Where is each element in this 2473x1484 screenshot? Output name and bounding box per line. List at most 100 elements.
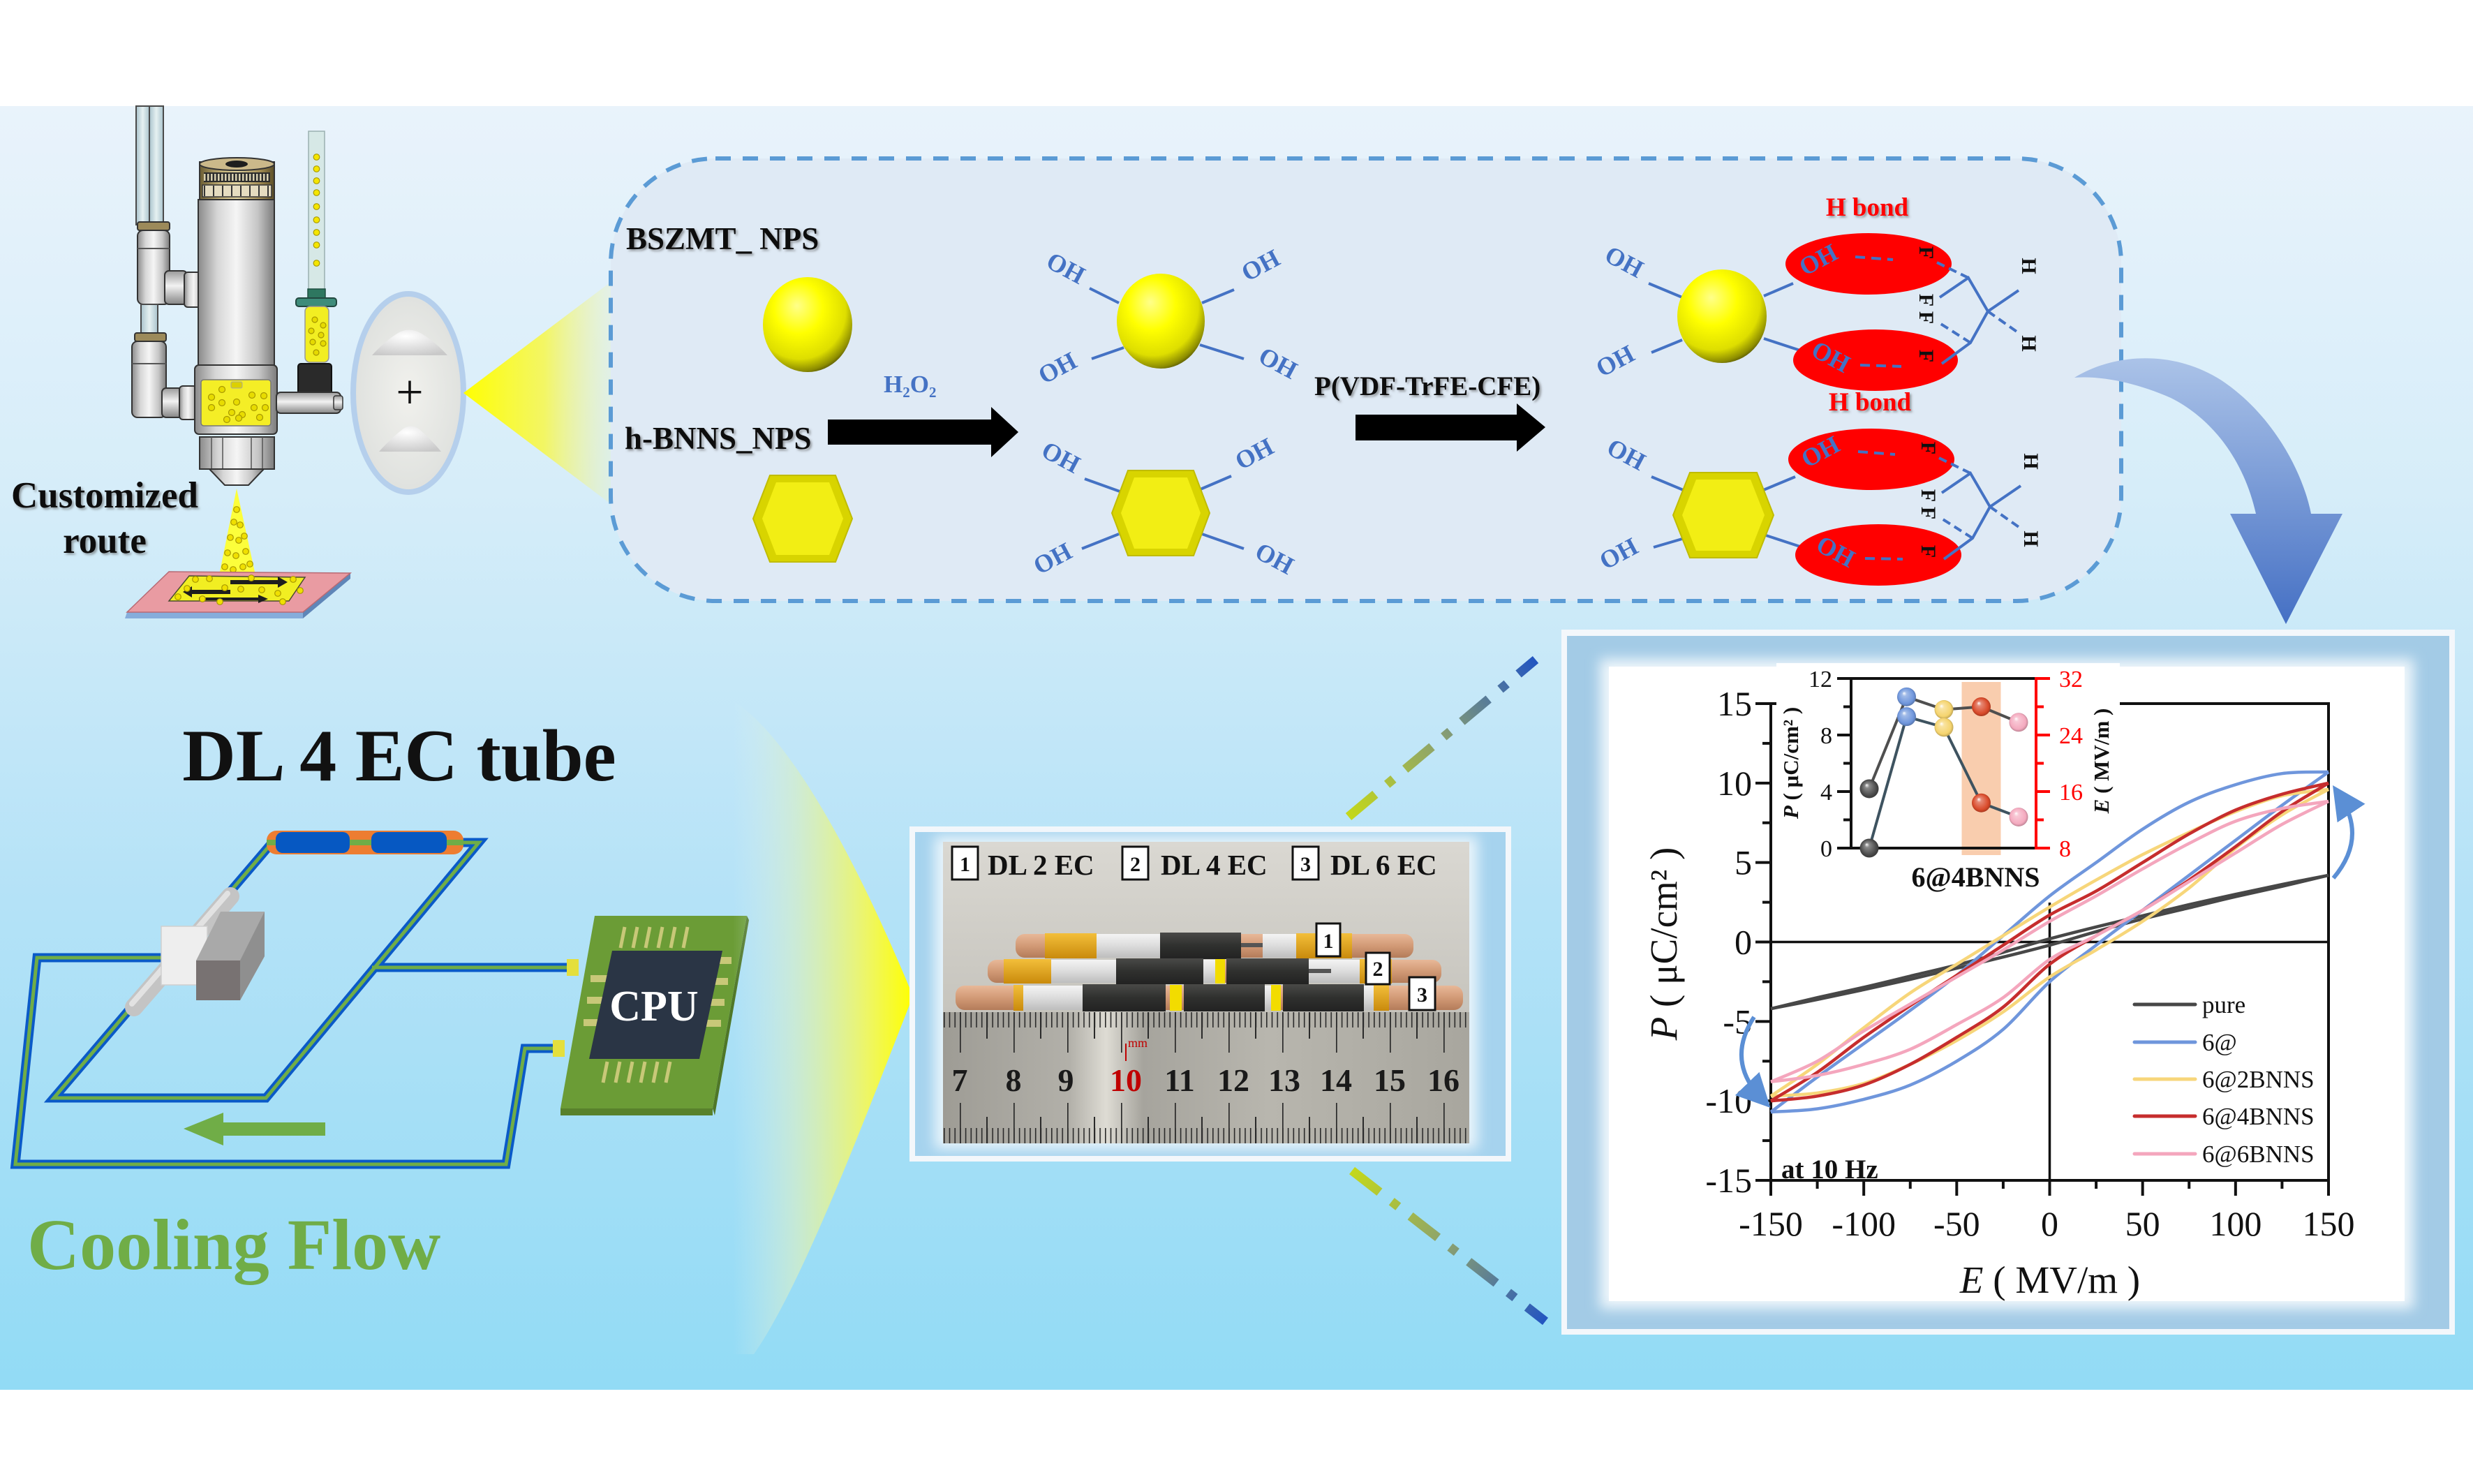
hbonded-bszmt: H bond OH OH OH OH F F F F H H — [1591, 193, 2040, 391]
ruler-number: 9 — [1058, 1062, 1074, 1098]
cooling-flow-label: Cooling Flow — [27, 1205, 440, 1285]
cap-hole — [225, 161, 248, 168]
ruler-number-highlighted: 10 — [1110, 1062, 1142, 1098]
particle-dots — [221, 506, 253, 573]
elbow-body — [131, 341, 167, 418]
inset-marker — [1897, 707, 1916, 727]
particle-dot — [239, 563, 246, 570]
feed-pipe-end — [333, 395, 343, 410]
legend-label: 6@6BNNS — [2202, 1141, 2315, 1168]
y-axis-unit: ( μC/cm² ) — [1642, 847, 1685, 1017]
loop-lower-branch — [1770, 873, 2329, 1011]
particle-dot — [313, 349, 320, 356]
particle-dot — [250, 403, 258, 412]
air-supply-tubes — [135, 105, 164, 225]
cap-band — [202, 184, 272, 198]
legend-label: 6@ — [2202, 1029, 2237, 1056]
loop-lower-branch — [1770, 799, 2329, 1084]
particle-dot — [313, 229, 320, 236]
y-tick-label: 0 — [1735, 923, 1752, 962]
nozzle-body — [194, 157, 278, 486]
device-title: DL 4 EC tube — [182, 715, 616, 796]
cpu-chip: CPU — [553, 916, 749, 1115]
particle-dot — [313, 165, 320, 172]
particle-dots — [207, 385, 269, 424]
legend-tag-box — [1121, 845, 1150, 881]
inset-left-axis-title: P ( μC/cm² ) — [1778, 707, 1803, 819]
hydrogen-bond-dash — [1857, 450, 1903, 561]
inset-x-label: 6@4BNNS — [1912, 861, 2040, 893]
hex-nut — [199, 436, 275, 470]
ruler-number: 8 — [1006, 1062, 1022, 1098]
particle-dot — [221, 584, 228, 591]
y-tick-label: 10 — [1717, 764, 1752, 803]
hexagon-face — [1682, 480, 1765, 551]
chip-pin — [618, 926, 627, 949]
hexagon-face — [1121, 477, 1201, 549]
particle-dot — [309, 339, 316, 346]
ec-tube-sample-2 — [988, 958, 1441, 984]
particle-dots — [174, 574, 304, 605]
inset-background — [2054, 663, 2120, 838]
y-axis-symbol: P — [1642, 1017, 1685, 1041]
pipe-green-core — [13, 840, 568, 1166]
fluorine-atom: F — [1915, 350, 1938, 362]
x-tick-label: -100 — [1832, 1204, 1896, 1243]
fabrication-title-line2: route — [63, 521, 147, 561]
particle-dots — [308, 316, 327, 356]
particle-dot — [192, 576, 199, 583]
x-tick-label: 0 — [2041, 1204, 2058, 1243]
kapton-band — [1271, 985, 1281, 1011]
hbond-region — [1788, 429, 1954, 490]
x-axis-symbol: E — [1959, 1259, 1984, 1301]
particle-dots — [313, 154, 320, 267]
chip-pin — [591, 975, 607, 982]
particle-dot — [318, 332, 325, 339]
tube-core — [267, 840, 463, 845]
lead-wire — [1309, 969, 1331, 973]
particle-dot — [320, 322, 327, 329]
chip-pin — [631, 926, 639, 949]
motor-front — [196, 960, 240, 1000]
ruler-unit-label: mm — [1128, 1036, 1148, 1050]
particle-dot — [206, 575, 213, 582]
photo-legend: 1 DL 2 EC 2 DL 4 EC 3 DL 6 EC — [951, 845, 1437, 881]
oh-bond — [1651, 475, 1803, 549]
tube-left — [135, 105, 150, 225]
polymer-chain: F F F F H H — [1915, 246, 2040, 365]
particle-dot — [258, 586, 265, 593]
particle-dot — [235, 414, 243, 422]
particle-dot — [248, 574, 255, 581]
chip-die — [589, 951, 722, 1059]
particle-dot — [199, 595, 206, 602]
tube-tag: 2 — [1373, 958, 1383, 981]
h-bond-label: H bond — [1829, 388, 1912, 417]
pipe-connector — [553, 1040, 565, 1057]
material-feed-syringe — [276, 131, 343, 414]
reagent-h2o2: H₂O₂ — [884, 371, 936, 398]
hbnns-hexagon — [752, 475, 854, 563]
cpu-label: CPU — [609, 983, 698, 1030]
knurled-ring — [137, 221, 170, 231]
nozzle-tip — [207, 468, 266, 486]
particle-dot — [242, 548, 249, 555]
particle-dot — [232, 398, 241, 406]
chain-bond-dashed — [1936, 261, 2020, 344]
fluorine-atom: F — [1915, 246, 1938, 259]
oh-bond — [1648, 282, 1803, 354]
curved-arrow-icon — [2074, 358, 2342, 624]
powder-pile-icon — [379, 426, 441, 452]
particle-dot — [311, 316, 318, 323]
ruler-number: 16 — [1427, 1062, 1460, 1098]
particle-dot — [218, 385, 226, 394]
ruler-number: 7 — [952, 1062, 968, 1098]
legend-label: 6@2BNNS — [2202, 1066, 2315, 1093]
bszmt-sphere — [763, 277, 852, 372]
tube-tag-box — [1315, 922, 1342, 958]
chip-pin — [669, 926, 677, 949]
y-tick-label: -15 — [1705, 1161, 1752, 1200]
ruler-number: 12 — [1217, 1062, 1249, 1098]
inset-right-axis-symbol: E — [2089, 799, 2114, 815]
plus-icon: + — [396, 366, 423, 420]
ruler-cm-ticks-top — [943, 1012, 1469, 1053]
